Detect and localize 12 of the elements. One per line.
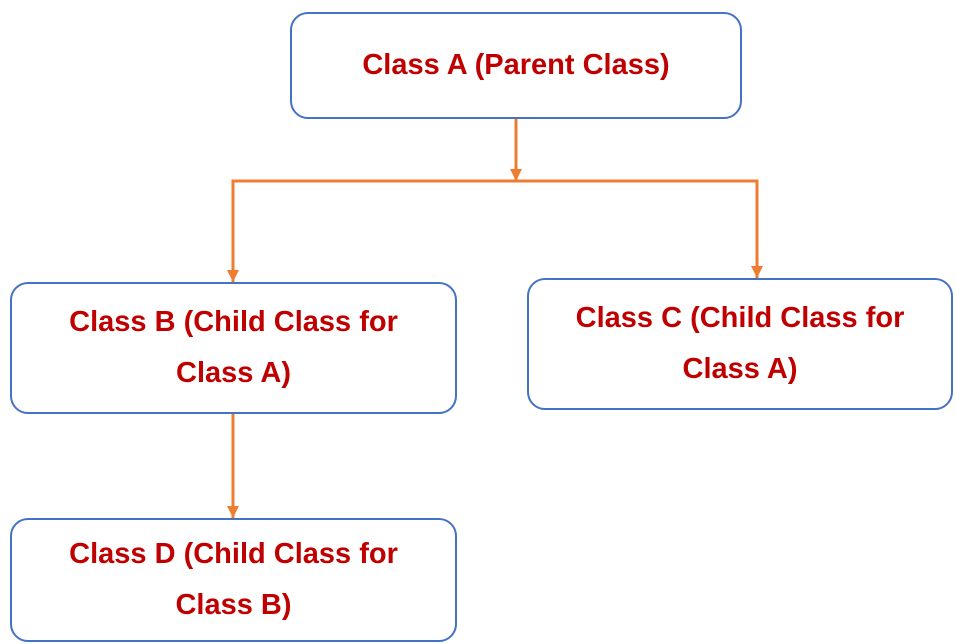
class-box bbox=[290, 12, 742, 119]
class-label: Class C (Child Class for Class A) bbox=[574, 301, 906, 387]
class-box bbox=[10, 282, 457, 414]
class-label: Class B (Child Class for Class A) bbox=[68, 305, 399, 391]
class-box bbox=[10, 518, 457, 642]
arrow bbox=[516, 180, 763, 278]
arrow bbox=[227, 180, 516, 282]
class-box bbox=[527, 278, 953, 410]
class-label: Class D (Child Class for Class B) bbox=[68, 537, 399, 623]
arrow bbox=[510, 119, 522, 181]
arrow bbox=[227, 414, 239, 518]
class-label: Class A (Parent Class) bbox=[362, 48, 670, 84]
